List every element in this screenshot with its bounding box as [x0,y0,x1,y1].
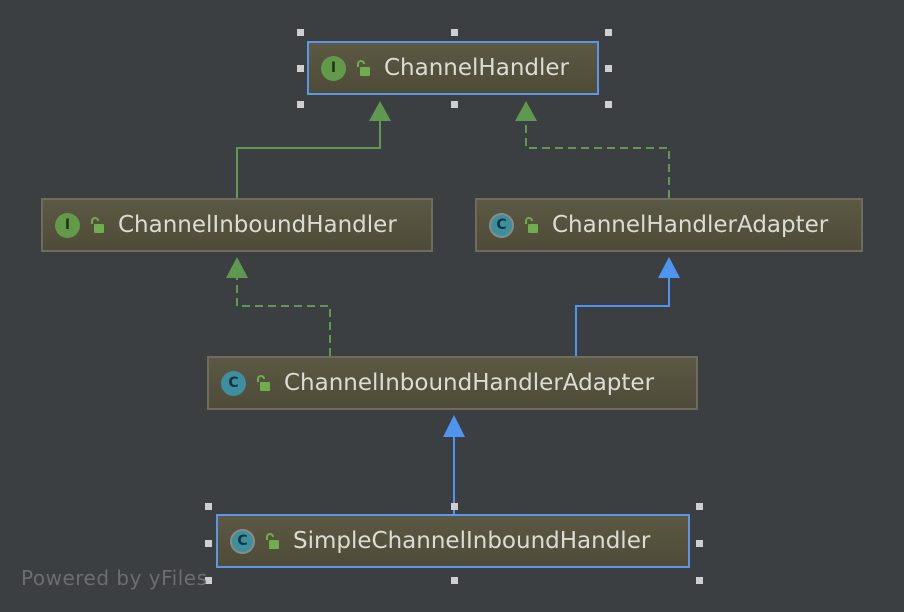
resize-handle[interactable] [451,29,458,36]
node-label: ChannelHandler [384,55,569,81]
edge-simplechannelinboundhandler-to-channelinboundhandleradapter[interactable] [443,415,465,514]
unlocked-icon [266,533,279,549]
abstract-class-icon: C [489,212,514,238]
resize-handle[interactable] [605,29,612,36]
node-label: ChannelInboundHandlerAdapter [284,370,655,396]
unlocked-icon [257,375,270,391]
interface-icon: I [55,212,80,238]
node-channelhandleradapter[interactable]: C ChannelHandlerAdapter [475,198,863,252]
resize-handle[interactable] [205,503,212,510]
resize-handle[interactable] [451,577,458,584]
edge-channelhandleradapter-to-channelhandler[interactable] [515,101,670,198]
edge-channelinboundhandler-to-channelhandler[interactable] [236,101,391,198]
unlocked-icon [525,217,538,233]
node-channelinboundhandler[interactable]: I ChannelInboundHandler [41,198,433,252]
resize-handle[interactable] [297,101,304,108]
resize-handle[interactable] [451,101,458,108]
resize-handle[interactable] [696,540,703,547]
interface-icon: I [321,55,346,81]
unlocked-icon [91,217,104,233]
resize-handle[interactable] [451,503,458,510]
resize-handle[interactable] [696,577,703,584]
resize-handle[interactable] [297,65,304,72]
edge-channelinboundhandleradapter-to-channelinboundhandler[interactable] [226,257,331,356]
resize-handle[interactable] [205,540,212,547]
resize-handle[interactable] [205,577,212,584]
node-label: SimpleChannelInboundHandler [293,528,651,554]
resize-handle[interactable] [297,29,304,36]
unlocked-icon [357,60,370,76]
node-label: ChannelInboundHandler [118,212,397,238]
node-channelhandler[interactable]: I ChannelHandler [307,41,599,95]
resize-handle[interactable] [605,101,612,108]
abstract-class-icon: C [230,528,255,554]
powered-by-watermark: Powered by yFiles [21,566,208,590]
class-icon: C [221,370,246,396]
edge-channelinboundhandleradapter-to-channelhandleradapter[interactable] [575,257,680,356]
node-simplechannelinboundhandler[interactable]: C SimpleChannelInboundHandler [216,514,690,568]
resize-handle[interactable] [605,65,612,72]
resize-handle[interactable] [696,503,703,510]
node-channelinboundhandleradapter[interactable]: C ChannelInboundHandlerAdapter [207,356,698,410]
node-label: ChannelHandlerAdapter [552,212,829,238]
